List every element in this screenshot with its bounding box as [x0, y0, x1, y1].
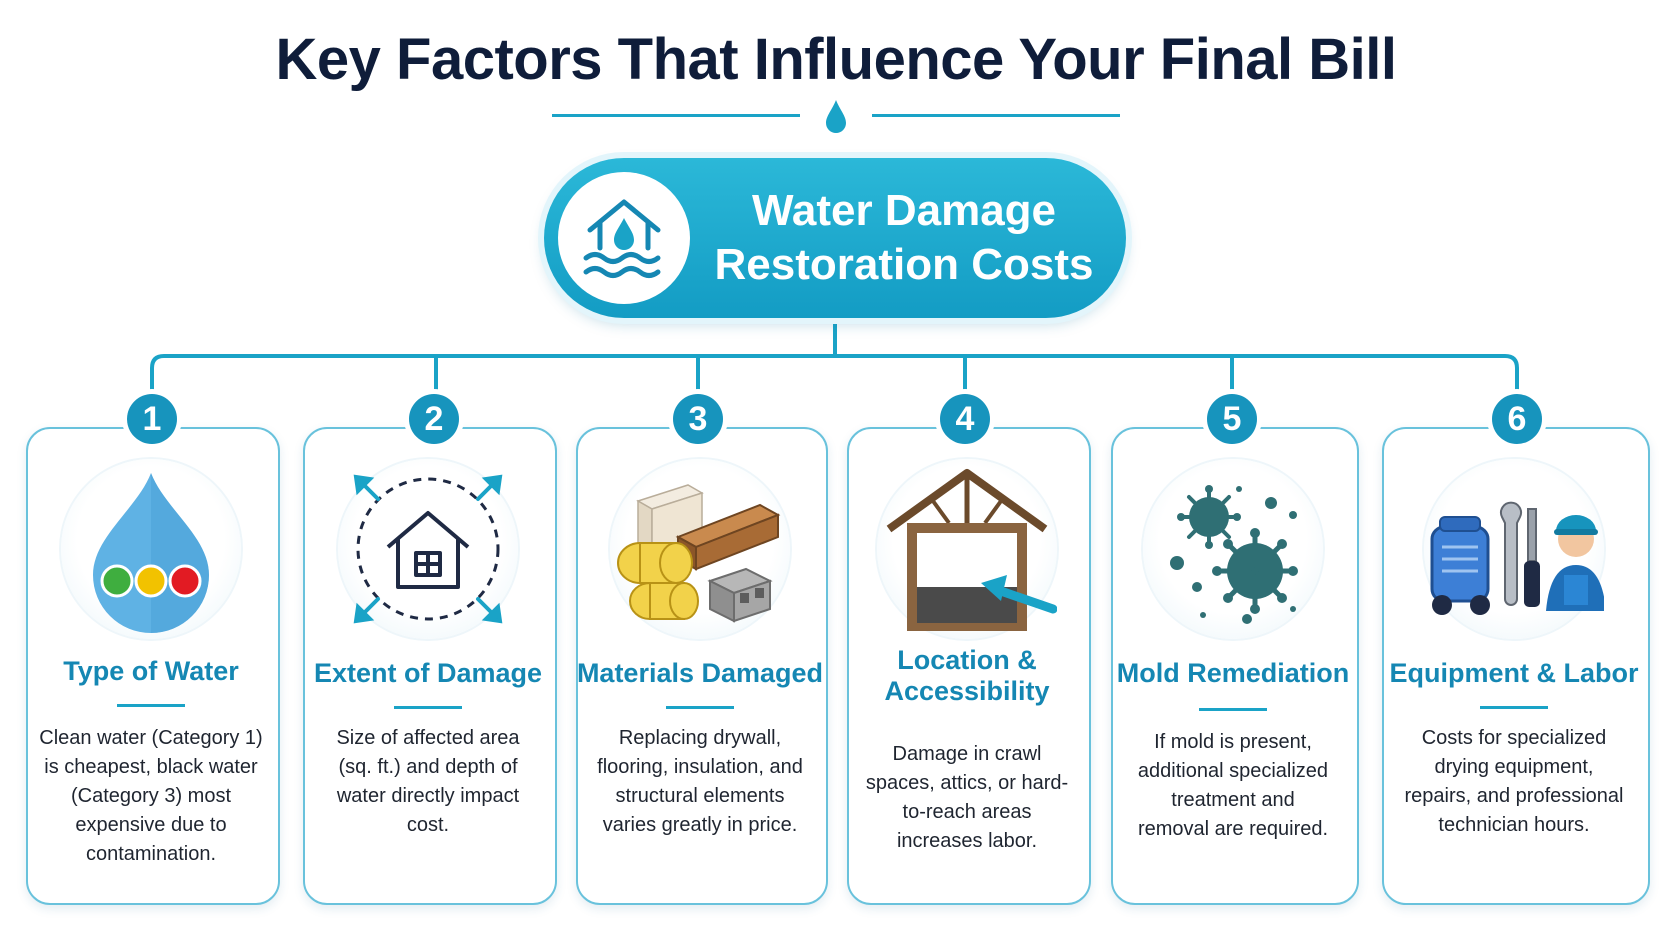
factor-desc-1: Clean water (Category 1) is cheapest, bl… [39, 727, 263, 865]
factor-icon-circle-6 [1424, 459, 1604, 639]
factor-icon-circle-4 [877, 459, 1057, 639]
factor-icon-circle-1 [61, 459, 241, 639]
factor-desc-5: If mold is present, additional specializ… [1137, 731, 1329, 840]
page-title: Key Factors That Influence Your Final Bi… [275, 27, 1397, 92]
factor-title-6: Equipment & Labor [1389, 658, 1639, 688]
factor-divider-2 [394, 706, 462, 709]
house-expand-icon [353, 474, 503, 624]
factor-number-5: 5 [1207, 394, 1257, 444]
factor-number-2: 2 [409, 394, 459, 444]
factor-title-4: Location & Accessibility [884, 645, 1050, 706]
factor-desc-4: Damage in crawl spaces, attics, or hard-… [865, 743, 1069, 852]
title-divider-left [552, 114, 800, 117]
title-divider-right [872, 114, 1120, 117]
factor-desc-3: Replacing drywall, flooring, insulation,… [597, 727, 803, 836]
factor-title-2: Extent of Damage [313, 658, 543, 688]
factor-number-1: 1 [127, 394, 177, 444]
hub-icon-circle [558, 172, 690, 304]
crawl-space-icon [886, 469, 1057, 631]
water-drop-icon [826, 100, 846, 133]
connector-lines [150, 316, 1519, 394]
factor-icon-circle-3 [610, 459, 790, 639]
factor-divider-3 [666, 706, 734, 709]
factor-divider-1 [117, 704, 185, 707]
hub-title-line2: Restoration Costs [714, 240, 1094, 289]
mold-spores-icon [1170, 485, 1298, 624]
factor-number-4: 4 [940, 394, 990, 444]
factor-title-3: Materials Damaged [576, 658, 824, 688]
hub-title-line1: Water Damage [751, 186, 1057, 235]
factor-title-5: Mold Remediation [1116, 658, 1350, 688]
factor-desc-2: Size of affected area (sq. ft.) and dept… [336, 727, 520, 836]
hub-title: Water Damage Restoration Costs [694, 184, 1114, 292]
factor-number-6: 6 [1492, 394, 1542, 444]
factor-icon-circle-5 [1143, 459, 1323, 639]
house-water-icon [583, 199, 661, 278]
factor-title-1: Type of Water [63, 656, 239, 686]
building-materials-icon [617, 484, 781, 623]
factor-divider-5 [1199, 708, 1267, 711]
hub-banner: Water Damage Restoration Costs [544, 158, 1126, 318]
factor-divider-6 [1480, 706, 1548, 709]
water-drop-category-icon [93, 473, 209, 633]
factor-number-3: 3 [673, 394, 723, 444]
factor-icon-circle-2 [338, 459, 518, 639]
equipment-technician-icon [1430, 501, 1604, 615]
factor-desc-6: Costs for specialized drying equipment, … [1404, 727, 1624, 836]
